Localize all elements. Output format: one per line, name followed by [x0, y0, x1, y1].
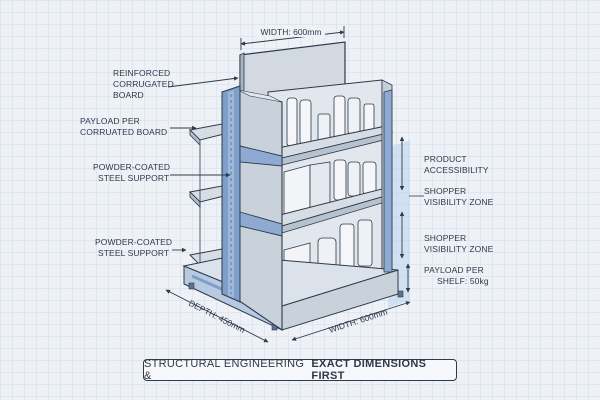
- label-line: SHOPPER: [424, 233, 466, 243]
- label-steel-support-lower: POWDER-COATED STEEL SUPPORT: [95, 237, 187, 258]
- label-reinforced-board: REINFORCED CORRUGATED BOARD: [113, 68, 239, 100]
- label-line: VISIBILITY ZONE: [424, 197, 494, 207]
- label-line: PRODUCT: [424, 154, 467, 164]
- label-line: SHELF: 50kg: [437, 276, 489, 286]
- steel-upright-front: [221, 85, 241, 303]
- label-line: SHOPPER: [424, 186, 466, 196]
- label-line: BOARD: [113, 90, 144, 100]
- label-line: CORRUGATED: [113, 79, 174, 89]
- caption-bold: EXACT DIMENSIONS FIRST: [311, 358, 427, 382]
- label-line: REINFORCED: [113, 68, 170, 78]
- label-payload-shelf: PAYLOAD PER SHELF: 50kg: [405, 263, 489, 293]
- label-shopper-visibility-upper: SHOPPER VISIBILITY ZONE: [409, 186, 494, 207]
- label-line: PAYLOAD PER: [424, 265, 484, 275]
- steel-bracket-lower: [239, 211, 283, 237]
- label-line: PAYLOAD PER: [80, 116, 140, 126]
- label-product-accessibility: PRODUCT ACCESSIBILITY: [399, 136, 489, 191]
- width-top-dimension: WIDTH: 600mm: [240, 26, 345, 50]
- label-line: POWDER-COATED: [93, 162, 170, 172]
- label-shopper-visibility-lower: SHOPPER VISIBILITY ZONE: [399, 211, 494, 259]
- label-line: ACCESSIBILITY: [424, 165, 489, 175]
- label-line: STEEL SUPPORT: [98, 248, 169, 258]
- label-line: VISIBILITY ZONE: [424, 244, 494, 254]
- product-group-middle: [283, 159, 377, 222]
- steel-bracket-upper: [239, 145, 283, 167]
- label-steel-support-upper: POWDER-COATED STEEL SUPPORT: [93, 162, 231, 183]
- width-top-label: WIDTH: 600mm: [261, 27, 322, 37]
- caption-normal: STRUCTURAL ENGINEERING &: [144, 358, 305, 382]
- label-line: STEEL SUPPORT: [98, 173, 169, 183]
- label-line: CORRUATED BOARD: [80, 127, 167, 137]
- label-line: POWDER-COATED: [95, 237, 172, 247]
- front-left-board: [237, 89, 283, 332]
- caption: STRUCTURAL ENGINEERING & EXACT DIMENSION…: [143, 358, 457, 382]
- label-payload-board: PAYLOAD PER CORRUATED BOARD: [80, 116, 197, 137]
- steel-upright-right: [383, 89, 393, 273]
- product-group-top: [286, 95, 375, 147]
